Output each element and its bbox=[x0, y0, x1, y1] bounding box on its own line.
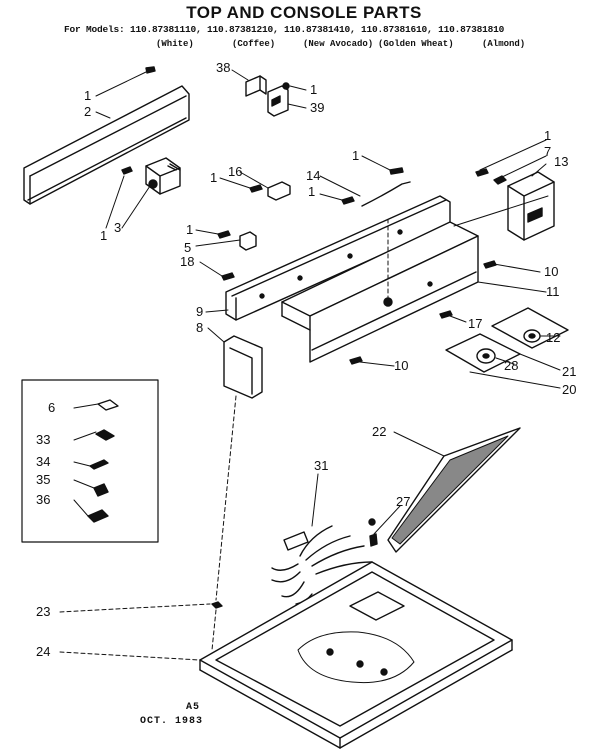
callout-9: 9 bbox=[196, 304, 203, 319]
model-numbers: For Models: 110.87381110, 110.87381210, … bbox=[64, 24, 505, 35]
screw-icon bbox=[121, 166, 133, 175]
callout-1: 1 bbox=[308, 184, 315, 199]
screw-icon bbox=[389, 167, 404, 175]
alignment-lines bbox=[211, 219, 389, 651]
screw-icon bbox=[217, 230, 231, 239]
callout-1: 1 bbox=[84, 88, 91, 103]
footer-date: OCT. 1983 bbox=[140, 716, 204, 727]
screw-icon bbox=[369, 533, 378, 547]
callout-24: 24 bbox=[36, 644, 50, 659]
end-bracket-part bbox=[475, 168, 555, 241]
callout-11: 11 bbox=[546, 284, 560, 299]
callout-16: 16 bbox=[228, 164, 242, 179]
part-35-icon bbox=[93, 483, 109, 497]
callout-38: 38 bbox=[216, 60, 230, 75]
callout-1: 1 bbox=[100, 228, 107, 243]
variant-almond: (Almond) bbox=[482, 39, 526, 49]
clip-part-23 bbox=[211, 601, 223, 609]
side-panel-part bbox=[223, 335, 263, 399]
clip-part bbox=[267, 181, 291, 201]
diagram-title: TOP AND CONSOLE PARTS bbox=[186, 3, 422, 22]
screw-icon bbox=[483, 260, 497, 269]
callout-8: 8 bbox=[196, 320, 203, 335]
callout-6: 6 bbox=[48, 400, 55, 415]
callout-33: 33 bbox=[36, 432, 50, 447]
variant-golden-wheat: (Golden Wheat) bbox=[378, 39, 454, 49]
callout-10: 10 bbox=[544, 264, 558, 279]
callout-34: 34 bbox=[36, 454, 50, 469]
callout-20: 20 bbox=[562, 382, 576, 397]
wire-lead-part bbox=[361, 181, 411, 207]
screw-icon bbox=[349, 356, 363, 365]
variant-coffee: (Coffee) bbox=[232, 39, 276, 49]
wire-harness-part bbox=[271, 518, 376, 605]
callout-1: 1 bbox=[186, 222, 193, 237]
callout-35: 35 bbox=[36, 472, 50, 487]
callout-13: 13 bbox=[554, 154, 568, 169]
screw-icon bbox=[341, 196, 355, 205]
callout-21: 21 bbox=[562, 364, 576, 379]
knob-box-part bbox=[445, 307, 569, 373]
screw-icon bbox=[439, 310, 453, 319]
console-panel-part bbox=[281, 221, 479, 363]
callout-14: 14 bbox=[306, 168, 320, 183]
callout-18: 18 bbox=[180, 254, 194, 269]
clip-part bbox=[239, 231, 257, 251]
callout-36: 36 bbox=[36, 492, 50, 507]
callout-10: 10 bbox=[394, 358, 408, 373]
callout-23: 23 bbox=[36, 604, 50, 619]
top-plate-part bbox=[199, 561, 513, 749]
variant-new-avocado: (New Avocado) bbox=[303, 39, 374, 49]
callout-3: 3 bbox=[114, 220, 121, 235]
callout-1: 1 bbox=[352, 148, 359, 163]
callout-17: 17 bbox=[468, 316, 482, 331]
callout-5: 5 bbox=[184, 240, 191, 255]
timer-motor-part bbox=[145, 157, 181, 195]
footer-code: A5 bbox=[186, 702, 201, 713]
callout-1: 1 bbox=[210, 170, 217, 185]
variant-white: (White) bbox=[156, 39, 194, 49]
callout-7: 7 bbox=[544, 144, 551, 159]
callout-39: 39 bbox=[310, 100, 324, 115]
part-33-icon bbox=[95, 429, 115, 441]
callout-22: 22 bbox=[372, 424, 386, 439]
callout-1: 1 bbox=[310, 82, 317, 97]
callout-31: 31 bbox=[314, 458, 328, 473]
inset-box bbox=[21, 379, 159, 543]
leader-lines bbox=[59, 69, 561, 661]
screw-icon bbox=[221, 272, 235, 281]
rear-panel-part bbox=[23, 85, 190, 205]
console-glass-part bbox=[387, 427, 521, 553]
callout-27: 27 bbox=[396, 494, 410, 509]
screw-icon bbox=[145, 66, 156, 74]
callout-12: 12 bbox=[546, 330, 560, 345]
part-36-icon bbox=[87, 509, 109, 523]
callout-1: 1 bbox=[544, 128, 551, 143]
callout-2: 2 bbox=[84, 104, 91, 119]
callout-labels: 1 2 1 3 38 1 39 16 1 14 1 1 1 7 13 1 5 1… bbox=[36, 60, 576, 659]
part-34-icon bbox=[89, 459, 109, 470]
callout-28: 28 bbox=[504, 358, 518, 373]
screw-icon bbox=[249, 184, 263, 193]
bracket-part bbox=[245, 75, 290, 117]
part-6-icon bbox=[97, 399, 119, 411]
